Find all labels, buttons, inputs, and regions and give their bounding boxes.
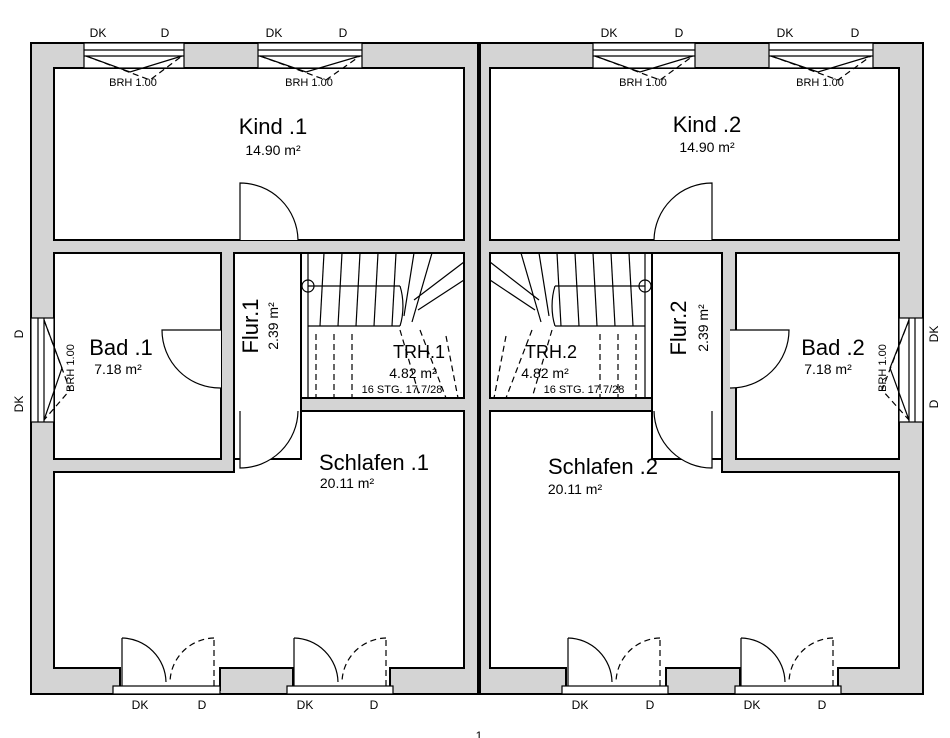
staircase-2 [489,252,652,399]
staircase-1 [301,252,465,399]
label-d-bottom-2: D [370,698,379,712]
bad2-area: 7.18 m² [804,361,852,377]
trh1-area: 4.82 m² [389,365,437,381]
schlafen1-name: Schlafen .1 [319,450,429,475]
window-bad1 [30,317,71,423]
label-brh-1: BRH 1.00 [109,77,157,89]
label-brh-side-right: BRH 1.00 [877,344,889,392]
schlafen1-area: 20.11 m² [320,475,375,491]
label-brh-side-left: BRH 1.00 [65,344,77,392]
door-flur2-bad2 [729,329,790,389]
label-brh-4: BRH 1.00 [796,77,844,89]
label-d-bottom-4: D [818,698,827,712]
bad2-name: Bad .2 [801,335,865,360]
label-dk-bottom-2: DK [297,698,314,712]
label-dk-bottom-4: DK [744,698,761,712]
trh2-steps: 16 STG. 17.7/28 [544,384,625,396]
trh2-area: 4.82 m² [521,365,569,381]
label-d-side-left: D [12,329,26,338]
trh1-name: TRH.1 [393,342,445,362]
door-flur2-kind2 [653,182,713,241]
window-bad2 [881,317,924,423]
label-dk-top-4: DK [777,26,794,40]
label-brh-2: BRH 1.00 [285,77,333,89]
label-dk-top-3: DK [601,26,618,40]
schlafen2-area: 20.11 m² [548,481,603,497]
door-schlafen2-a [561,637,669,695]
kind1-area: 14.90 m² [245,142,301,158]
door-schlafen1-b [286,637,394,695]
kind2-area: 14.90 m² [679,139,735,155]
schlafen2-name: Schlafen .2 [548,454,658,479]
label-brh-3: BRH 1.00 [619,77,667,89]
label-d-bottom-3: D [646,698,655,712]
window-kind2-a [592,42,696,81]
window-kind1-a [83,42,185,81]
kind2-name: Kind .2 [673,112,742,137]
flur1-area: 2.39 m² [265,302,281,350]
label-dk-side-right: DK [927,326,941,343]
label-dk-top-2: DK [266,26,283,40]
label-d-side-right: D [927,399,941,408]
label-d-bottom-1: D [198,698,207,712]
label-d-top-2: D [339,26,348,40]
trh1-steps: 16 STG. 17.7/28 [362,384,443,396]
door-flur1-bad1 [161,329,222,389]
trh2-name: TRH.2 [525,342,577,362]
flur2-name: Flur.2 [666,300,691,355]
door-schlafen2-b [734,637,842,695]
label-dk-side-left: DK [12,396,26,413]
door-schlafen1-a [112,637,221,695]
window-kind2-b [768,42,874,81]
label-dk-bottom-1: DK [132,698,149,712]
label-dk-top-1: DK [90,26,107,40]
label-d-top-1: D [161,26,170,40]
door-flur1-kind1 [239,182,299,241]
label-d-top-4: D [851,26,860,40]
flur2-area: 2.39 m² [695,304,711,352]
window-kind1-b [257,42,363,81]
page-marker: 1 [476,729,483,738]
bad1-area: 7.18 m² [94,361,142,377]
bad1-name: Bad .1 [89,335,153,360]
label-dk-bottom-3: DK [572,698,589,712]
flur1-name: Flur.1 [238,298,263,353]
kind1-name: Kind .1 [239,114,308,139]
door-flur2-schlafen2 [653,410,713,469]
door-flur1-schlafen1 [239,410,299,469]
label-d-top-3: D [675,26,684,40]
